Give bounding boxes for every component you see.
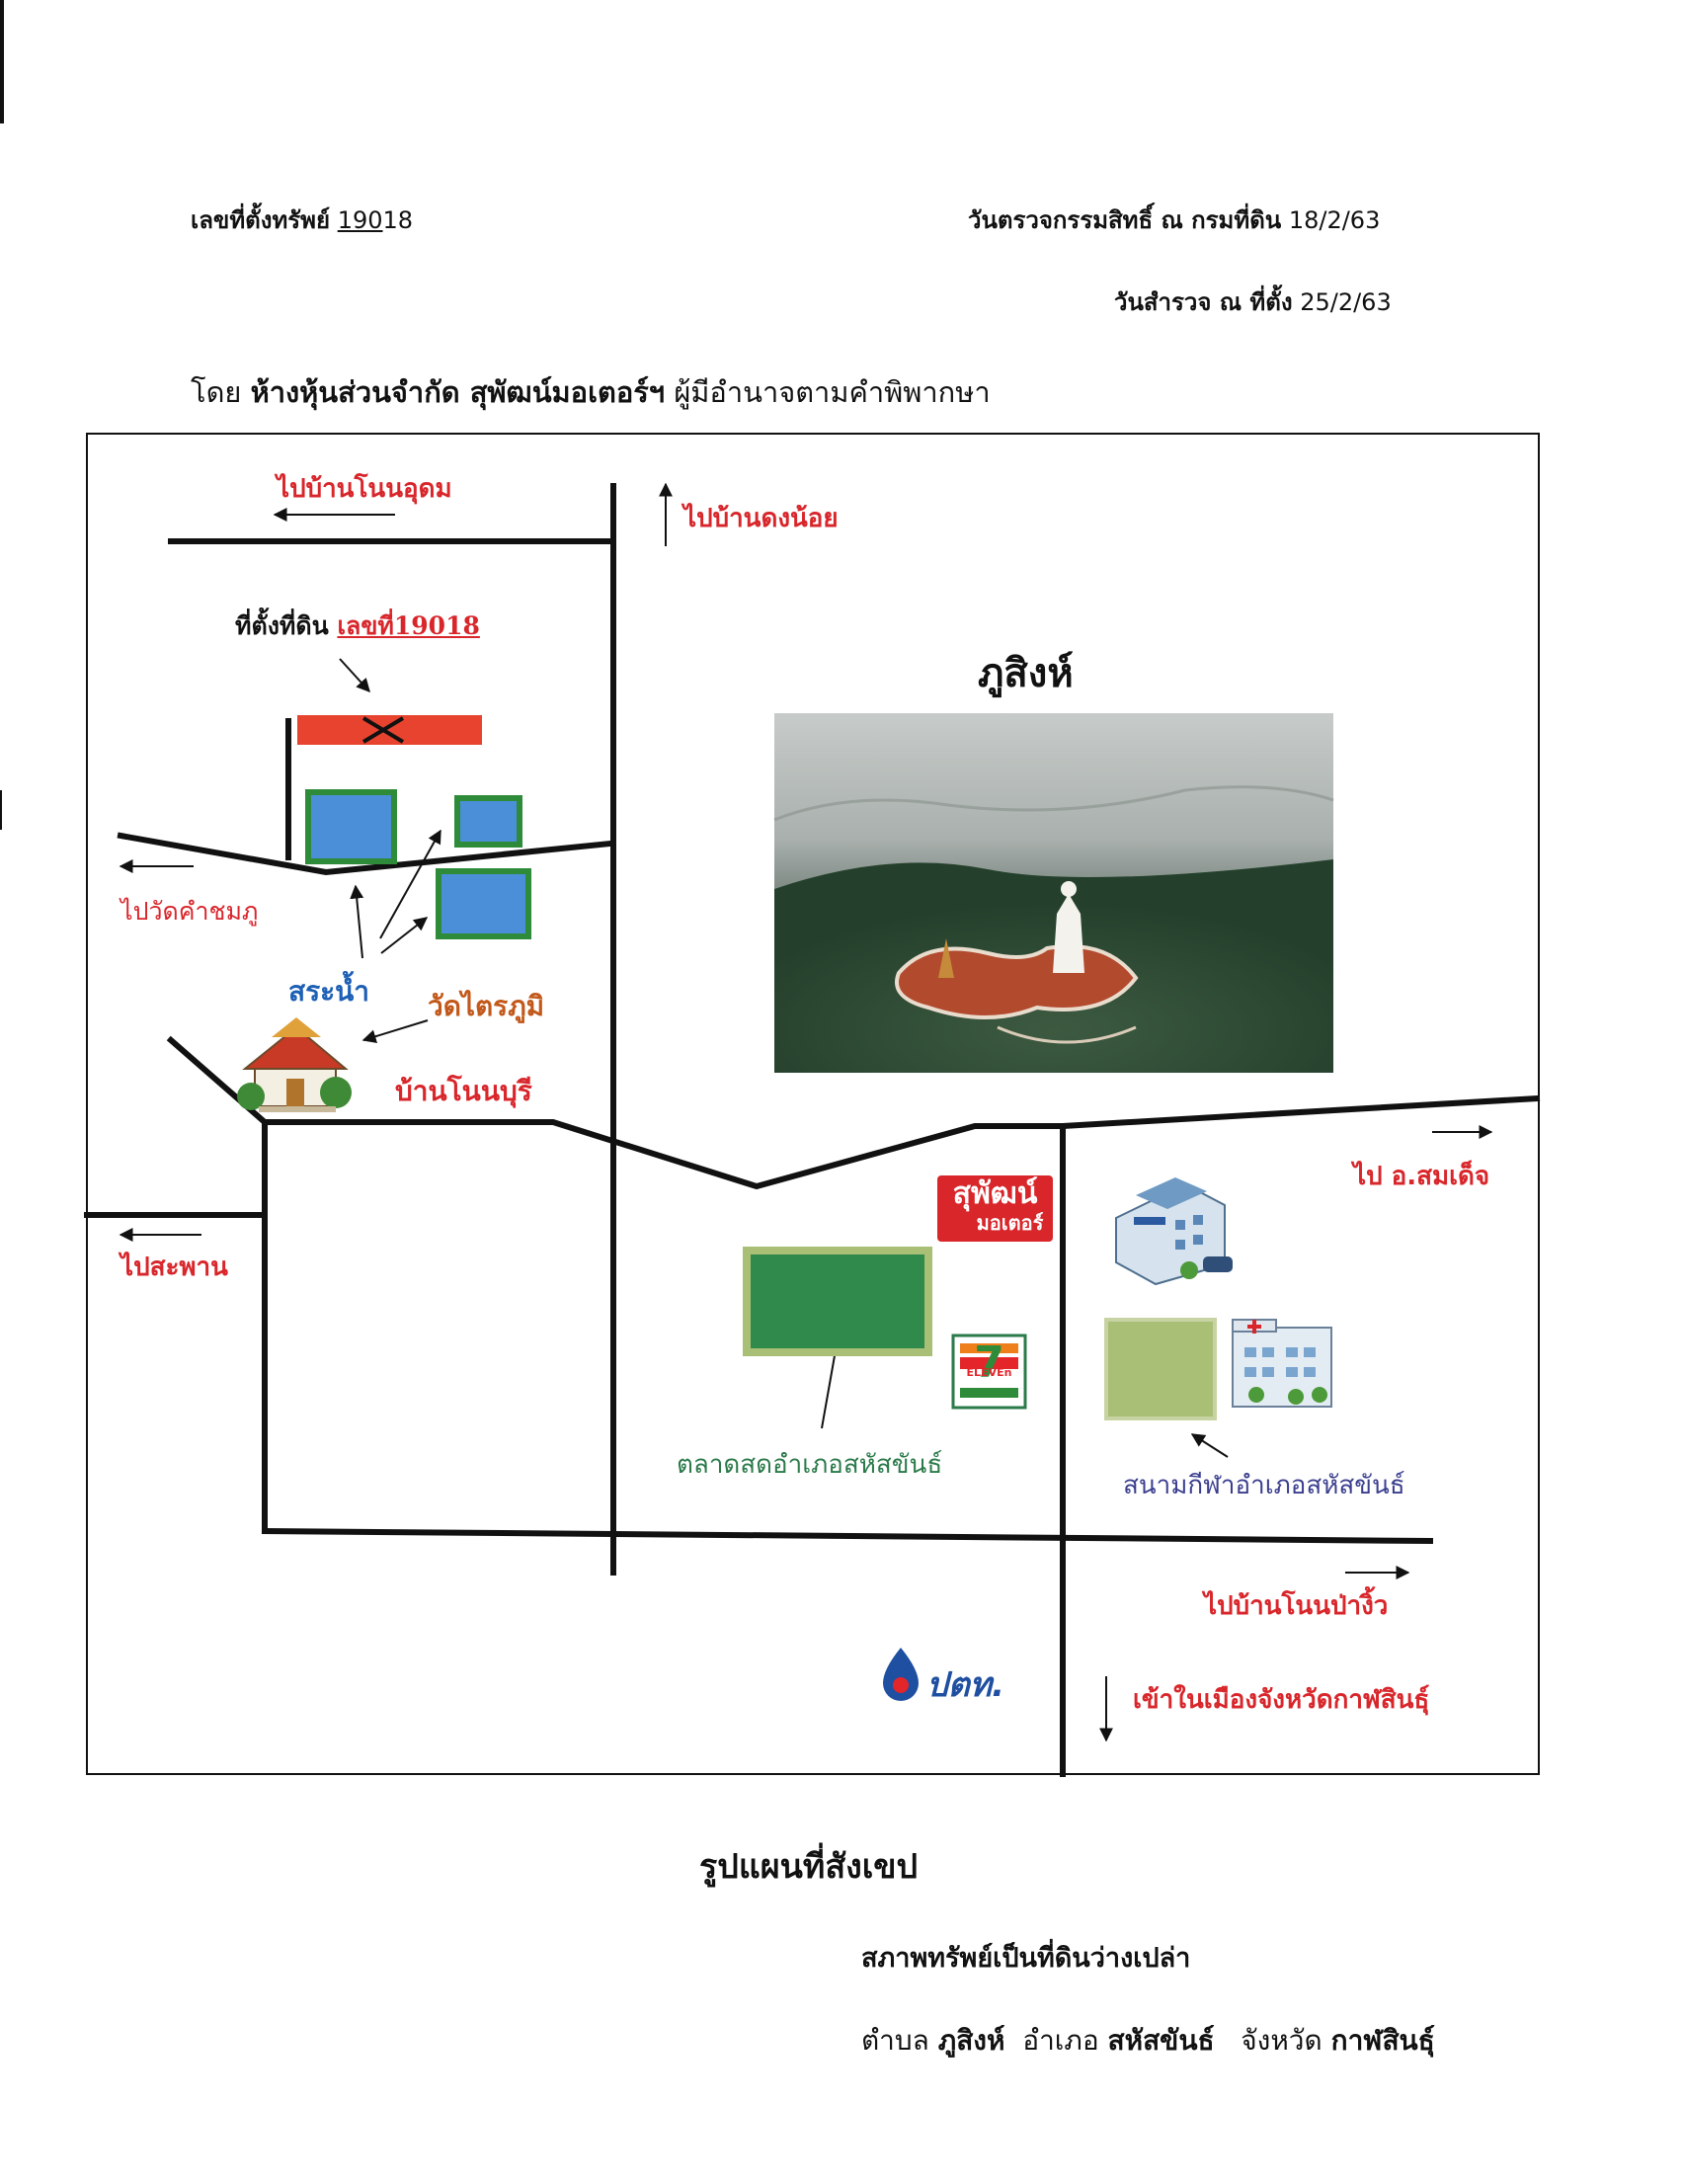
arrow-pond-3 bbox=[380, 917, 429, 954]
pond-icon bbox=[305, 789, 531, 939]
suphat-motor-logo-box bbox=[937, 1175, 1053, 1242]
arrow-pond-1 bbox=[350, 884, 364, 959]
asset-label: เลขที่ตั้งทรัพย์ bbox=[191, 206, 331, 234]
asset-number-line: เลขที่ตั้งทรัพย์ 19018 bbox=[191, 201, 413, 239]
tambon-value: ภูสิงห์ bbox=[937, 2024, 1005, 2057]
scan-edge-mark bbox=[0, 0, 4, 123]
label-pond: สระน้ำ bbox=[288, 975, 370, 1008]
photo-buddha-hill bbox=[773, 713, 1334, 1073]
survey-label: วันสำรวจ ณ ที่ตั้ง bbox=[1114, 288, 1293, 316]
asset-number-rest: 18 bbox=[382, 206, 414, 234]
label-to-wat-kham-chom-phu: ไปวัดคำชมภู bbox=[120, 897, 259, 926]
label-to-saphan: ไปสะพาน bbox=[120, 1253, 228, 1282]
land-plot-x-icon bbox=[297, 715, 482, 745]
roads bbox=[84, 483, 1541, 1777]
temple-icon bbox=[237, 1017, 352, 1112]
by-company: ห้างหุ้นส่วนจำกัด สุพัฒน์มอเตอร์ฯ bbox=[250, 375, 666, 409]
land-location-prefix: ที่ตั้งที่ดิน bbox=[235, 611, 329, 640]
arrow-stadium bbox=[1190, 1433, 1229, 1458]
stadium-field bbox=[1104, 1318, 1217, 1420]
amphoe-label: อำเภอ bbox=[1022, 2024, 1099, 2057]
seven-eleven-seven: 7 bbox=[974, 1337, 1004, 1388]
survey-date: 25/2/63 bbox=[1300, 288, 1392, 316]
market-block bbox=[743, 1247, 932, 1356]
label-to-non-pa-ngio: ไปบ้านโนนป่างิ้ว bbox=[1204, 1591, 1389, 1621]
survey-line: วันสำรวจ ณ ที่ตั้ง 25/2/63 bbox=[1114, 283, 1392, 321]
property-condition: สภาพทรัพย์เป็นที่ดินว่างเปล่า bbox=[861, 1943, 1191, 1974]
location-line: ตำบล ภูสิงห์ อำเภอ สหัสขันธ์ จังหวัด กาฬ… bbox=[861, 2019, 1435, 2063]
map-title: รูปแผนที่สังเขป bbox=[699, 1847, 919, 1887]
label-to-kalasin: เข้าในเมืองจังหวัดกาฬสินธุ์ bbox=[1133, 1685, 1430, 1715]
ownership-check-label: วันตรวจกรรมสิทธิ์ ณ กรมที่ดิน bbox=[968, 206, 1282, 234]
label-to-non-udom: ไปบ้านโนนอุดม bbox=[277, 474, 452, 504]
suphat-logo-line2: มอเตอร์ bbox=[976, 1211, 1044, 1235]
land-location-label: ที่ตั้งที่ดิน เลขที่19018 bbox=[235, 607, 480, 646]
ownership-check-line: วันตรวจกรรมสิทธิ์ ณ กรมที่ดิน 18/2/63 bbox=[968, 201, 1380, 239]
arrow-pond-2 bbox=[379, 829, 441, 939]
label-to-dong-noi: ไปบ้านดงน้อย bbox=[683, 504, 839, 533]
arrow-land-pointer bbox=[339, 658, 370, 693]
seven-eleven-logo bbox=[951, 1334, 1027, 1410]
label-stadium: สนามกีฬาอำเภอสหัสขันธ์ bbox=[1123, 1471, 1405, 1500]
suphat-motor-logo: สุพัฒน์ มอเตอร์ bbox=[937, 1175, 1053, 1235]
amphoe-value: สหัสขันธ์ bbox=[1107, 2024, 1215, 2057]
ownership-check-date: 18/2/63 bbox=[1288, 206, 1381, 234]
road-main-east-west bbox=[262, 1094, 1541, 1190]
direction-arrows bbox=[119, 482, 1493, 1742]
scan-edge-mark bbox=[0, 790, 2, 830]
by-line: โดย ห้างหุ้นส่วนจำกัด สุพัฒน์มอเตอร์ฯ ผู… bbox=[191, 369, 991, 415]
province-label: จังหวัด bbox=[1241, 2024, 1322, 2057]
label-to-somdet: ไป อ.สมเด็จ bbox=[1353, 1162, 1490, 1191]
land-location-number: เลขที่19018 bbox=[337, 611, 480, 640]
road-south-horizontal bbox=[261, 1527, 1434, 1545]
arrow-temple bbox=[361, 1019, 429, 1043]
label-market: ตลาดสดอำเภอสหัสขันธ์ bbox=[677, 1450, 943, 1480]
label-wat-trai-phum: วัดไตรภูมิ bbox=[428, 990, 545, 1022]
hospital-icon bbox=[1232, 1319, 1332, 1408]
seven-eleven-label: 7 ELEVEn bbox=[953, 1335, 1025, 1385]
seven-eleven-text: ELEVEn bbox=[966, 1366, 1012, 1379]
province-value: กาฬสินธุ์ bbox=[1330, 2024, 1435, 2057]
by-suffix: ผู้มีอำนาจตามคำพิพากษา bbox=[674, 375, 991, 409]
tambon-label: ตำบล bbox=[861, 2024, 929, 2057]
ptt-logo: ปตท. bbox=[926, 1665, 1004, 1705]
label-phu-sing: ภูสิงห์ bbox=[978, 651, 1074, 696]
police-station-icon bbox=[1115, 1177, 1233, 1286]
map-frame bbox=[86, 433, 1540, 1775]
ptt-logo-drop bbox=[883, 1648, 919, 1701]
by-prefix: โดย bbox=[191, 375, 242, 409]
asset-number-underlined: 190 bbox=[337, 206, 383, 234]
suphat-logo-line1: สุพัฒน์ bbox=[952, 1176, 1038, 1211]
road-wat-kham-chom-phu bbox=[117, 832, 614, 876]
label-ban-non-buri: บ้านโนนบุรี bbox=[395, 1075, 532, 1107]
